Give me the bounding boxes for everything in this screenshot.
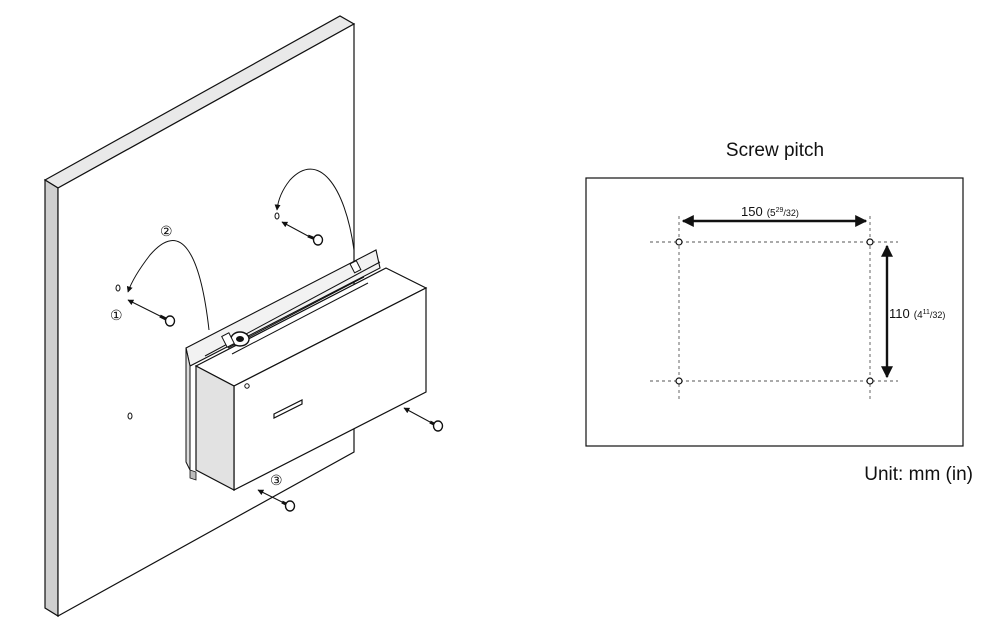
hole-marker-top-left — [675, 238, 683, 246]
wall-hole-upper-left — [115, 284, 121, 292]
hole-marker-bottom-right — [866, 377, 874, 385]
wall-hole-upper-right — [274, 212, 280, 220]
hole-marker-top-right — [866, 238, 874, 246]
screw-pitch-title: Screw pitch — [726, 140, 824, 161]
screw-upper-left — [127, 299, 176, 327]
wall-panel — [43, 15, 356, 618]
curved-arrow-right — [274, 168, 355, 251]
unit-label: Unit: mm (in) — [864, 464, 973, 485]
curved-arrow-left — [126, 240, 210, 331]
device-unit — [185, 249, 428, 491]
screw-lower-right — [403, 407, 444, 432]
height-dimension-label: 110(411/32) — [889, 306, 945, 321]
mounting-illustration: ① ② ③ — [43, 15, 444, 618]
wall-hole-lower-left — [127, 412, 133, 420]
hole-marker-bottom-left — [675, 377, 683, 385]
width-dimension-label: 150(529/32) — [741, 204, 799, 219]
screw-upper-right — [281, 221, 324, 246]
screw-pitch-drawing: Screw pitch 150(529/32) 110(411/32) Unit… — [585, 140, 973, 485]
step-label-2: ② — [160, 223, 173, 239]
screw-bottom — [257, 489, 296, 512]
step-label-3: ③ — [270, 472, 283, 488]
step-label-1: ① — [110, 307, 123, 323]
